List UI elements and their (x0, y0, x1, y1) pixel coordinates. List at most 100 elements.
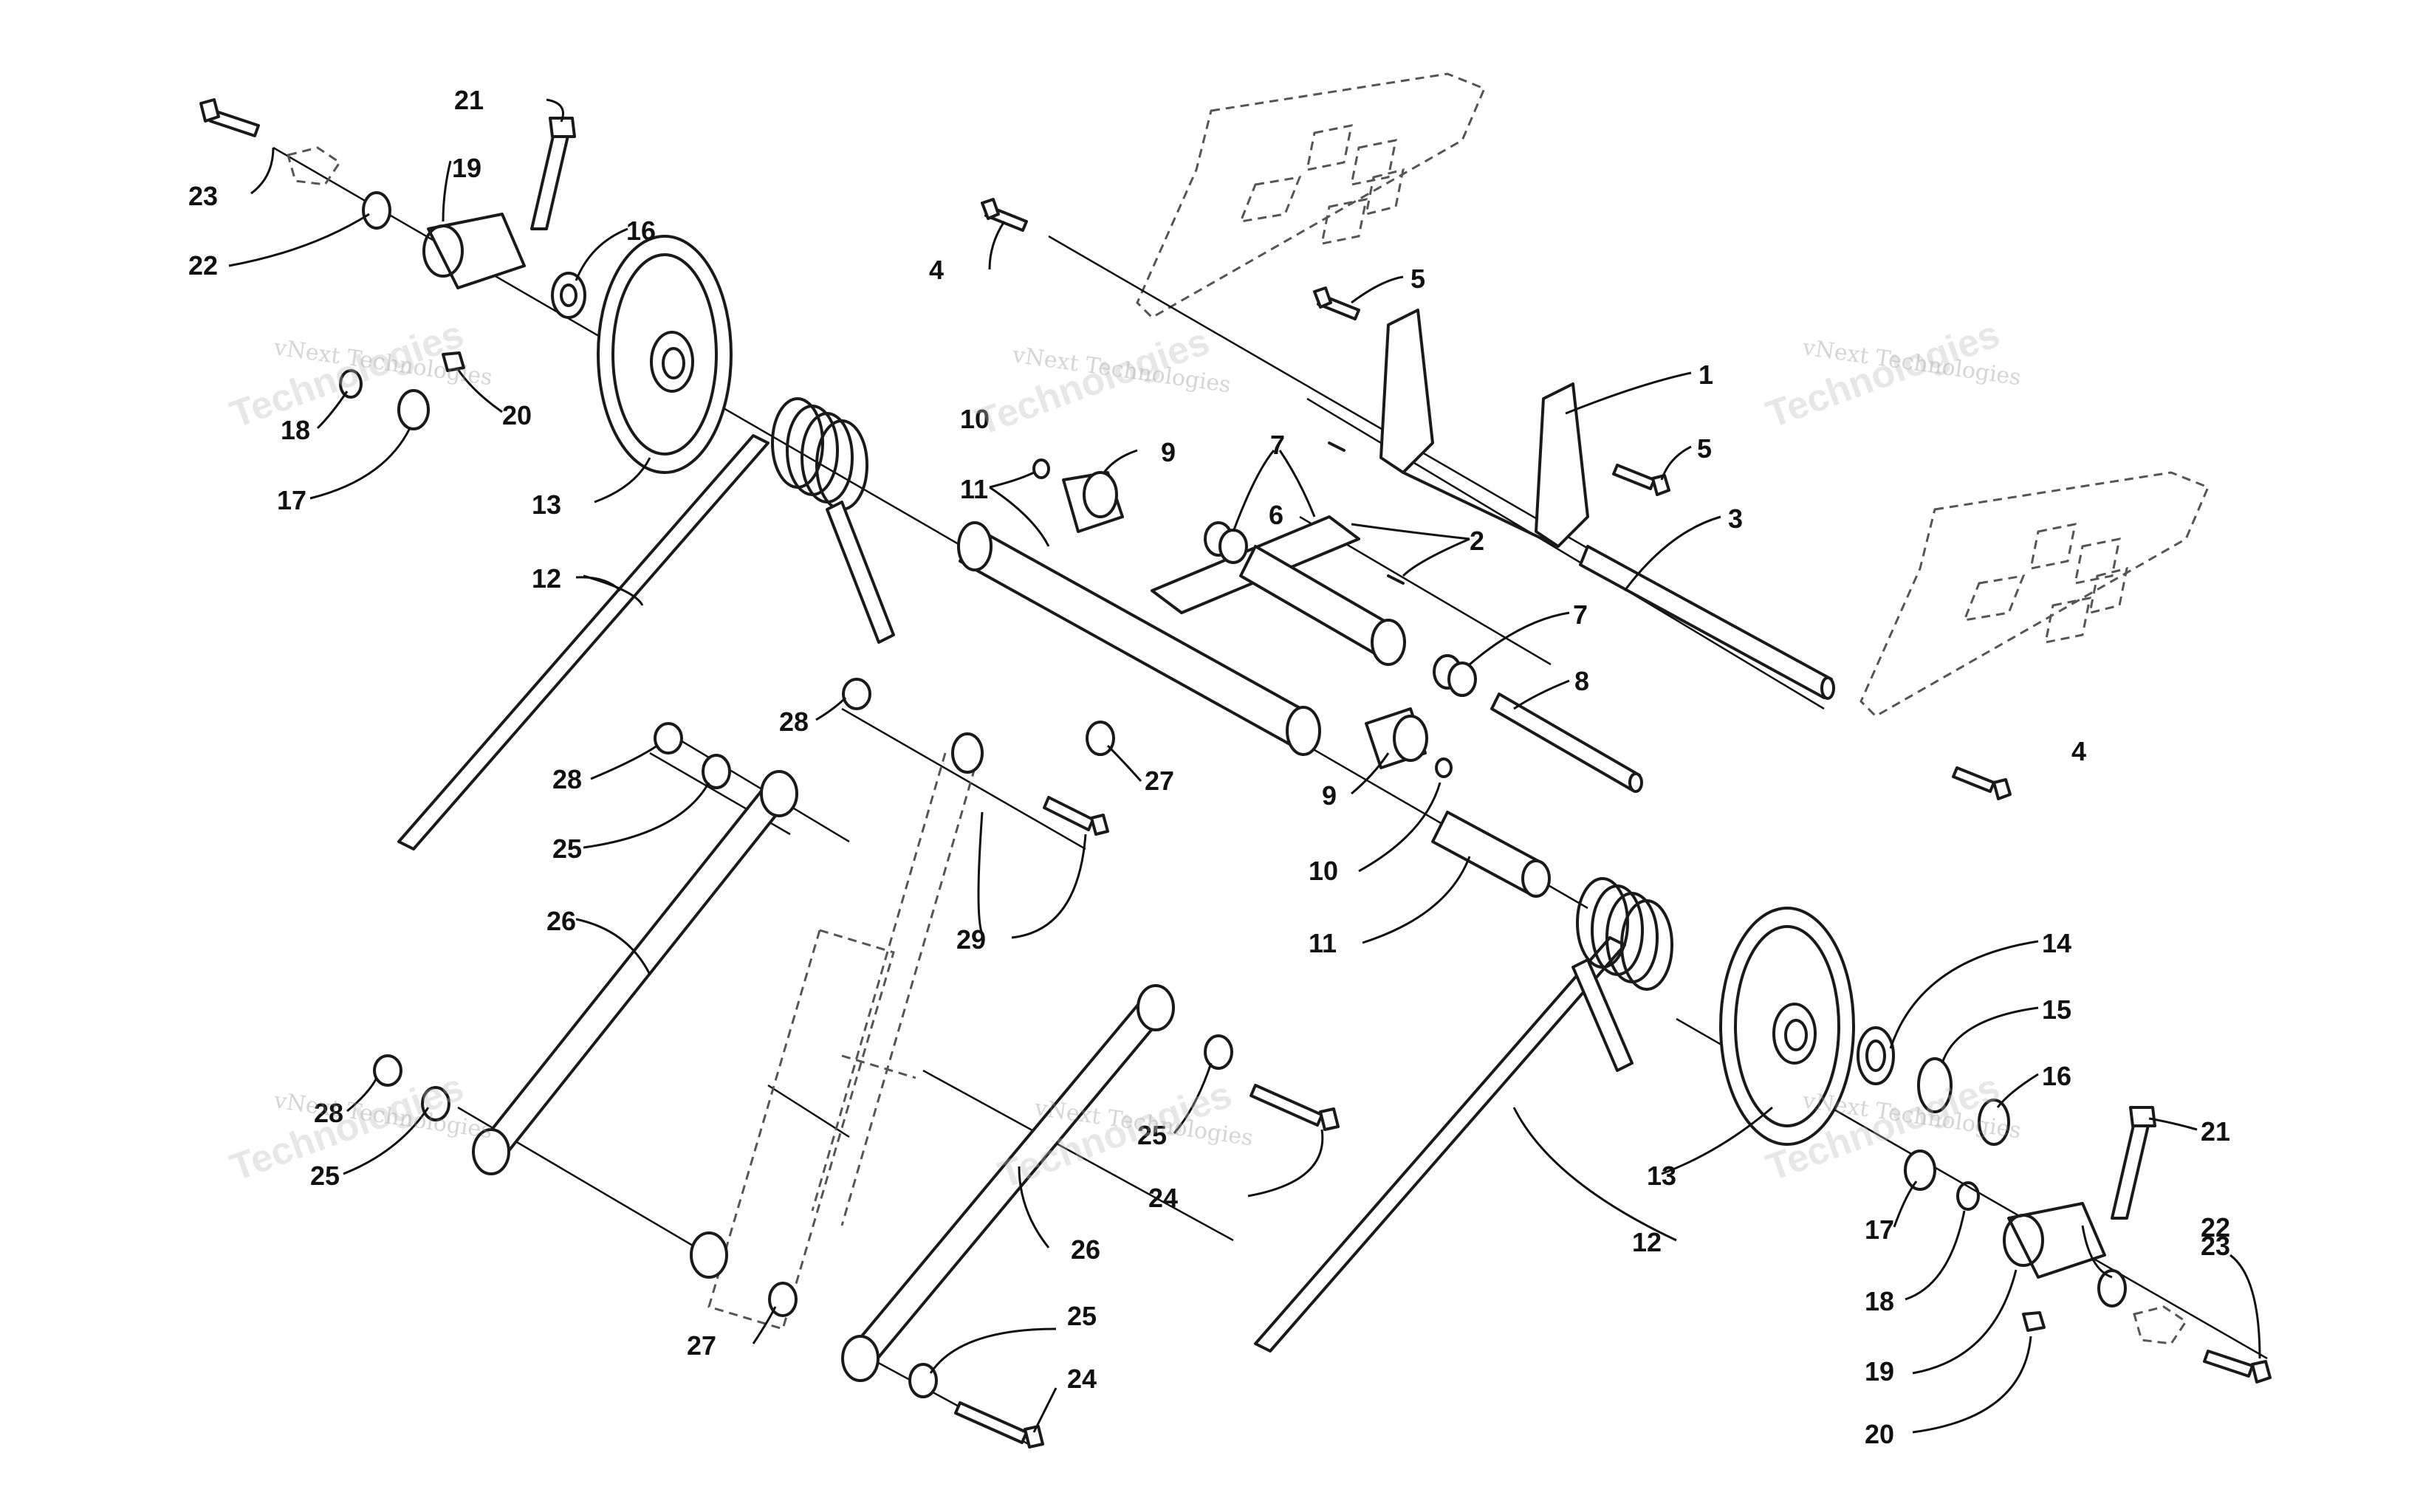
callout-labels: 23 22 21 19 16 18 20 17 13 12 4 5 1 5 2 … (188, 85, 2230, 1449)
part-19-axle-clamp-right (2003, 1202, 2106, 1279)
part-28-nut-upper (842, 678, 871, 710)
part-9-bushing-upper (1062, 471, 1124, 533)
callout-6: 6 (1269, 500, 1283, 530)
callout-19-right: 19 (1865, 1356, 1894, 1386)
callout-17-left: 17 (277, 485, 306, 515)
part-12-torsion-spring-right (1254, 877, 1673, 1353)
callout-27-lower: 27 (687, 1330, 716, 1361)
part-6-rear-arm (1151, 515, 1406, 666)
callout-3: 3 (1728, 504, 1743, 534)
part-25-bushing-a (702, 754, 731, 789)
part-10-clip-upper (1032, 458, 1050, 479)
part-21-bolt-left (530, 117, 576, 230)
callout-14: 14 (2042, 928, 2071, 958)
callout-24-upper: 24 (1148, 1183, 1178, 1213)
callout-16-left: 16 (626, 216, 656, 246)
callout-12-left: 12 (532, 563, 561, 594)
part-18-washer-right (1956, 1181, 1980, 1211)
callout-7-lower: 7 (1573, 599, 1588, 630)
callout-25-b: 25 (310, 1161, 340, 1191)
callout-18-right: 18 (1865, 1286, 1894, 1316)
callout-20-left: 20 (502, 400, 532, 430)
callout-1: 1 (1699, 360, 1713, 390)
part-27-bushing-upper (1086, 721, 1115, 756)
callout-28-lower: 28 (314, 1098, 343, 1128)
callout-29: 29 (956, 924, 986, 955)
callout-15: 15 (2042, 994, 2071, 1025)
part-20-nut-left (442, 351, 465, 372)
callout-17-right: 17 (1865, 1214, 1894, 1245)
part-4-bolt-lower (1952, 766, 2012, 800)
part-28-nut-lower (373, 1054, 402, 1087)
callout-26-left: 26 (546, 906, 576, 936)
callout-11-upper: 11 (960, 474, 988, 504)
part-18-washer-left (339, 369, 363, 399)
part-4-bolt-upper (981, 198, 1028, 232)
part-25-bushing-b (421, 1086, 450, 1121)
callout-25-c: 25 (1137, 1120, 1167, 1150)
part-25-bushing-c (1204, 1034, 1233, 1070)
callout-25-d: 25 (1067, 1301, 1097, 1331)
callout-5-upper: 5 (1410, 264, 1425, 294)
part-17-spacer-right (1904, 1150, 1936, 1191)
part-23-bolt-left (199, 98, 342, 186)
part-24-bolt-lower (954, 1401, 1044, 1449)
part-9-bushing-lower (1365, 707, 1428, 769)
part-3-shaft (1579, 545, 1835, 700)
part-16-spacer-right (1978, 1099, 2010, 1146)
callout-9-lower: 9 (1322, 780, 1337, 811)
part-7-bushing-upper (1204, 521, 1248, 564)
callout-18-left: 18 (281, 415, 310, 445)
part-26-link-right (841, 984, 1175, 1382)
callout-4-upper: 4 (929, 255, 944, 285)
part-14-bearing (1857, 1026, 1895, 1085)
callout-28-middle: 28 (552, 764, 582, 794)
part-24-bolt-upper (1250, 1084, 1340, 1131)
part-22-bushing-right (2097, 1269, 2127, 1307)
callout-13-left: 13 (532, 489, 561, 520)
callout-24-lower: 24 (1067, 1364, 1097, 1394)
part-13-idler-wheel-right (1719, 907, 1855, 1146)
callout-13-right: 13 (1647, 1161, 1676, 1191)
callout-8: 8 (1574, 666, 1589, 696)
right-rail-phantom (1859, 471, 2210, 718)
callout-5-right: 5 (1697, 433, 1712, 464)
left-rail-phantom (1136, 72, 1486, 319)
part-5-bolt-upper (1313, 286, 1360, 320)
callout-23-left: 23 (188, 181, 218, 211)
part-19-axle-clamp-left (422, 213, 526, 289)
callout-22-left: 22 (188, 250, 218, 281)
part-7-bushing-lower (1433, 654, 1477, 697)
part-15-retaining-ring (1917, 1057, 1953, 1113)
callout-2: 2 (1470, 526, 1484, 556)
part-11-spacer-tube-right (1431, 811, 1551, 898)
callout-4-lower: 4 (2071, 736, 2086, 766)
part-2-grease-fittings (1328, 441, 1405, 585)
callout-11-lower: 11 (1309, 928, 1337, 958)
callout-22-right: 22 (2201, 1212, 2230, 1243)
callout-7-upper: 7 (1270, 430, 1285, 460)
part-13-idler-wheel-left (597, 235, 733, 474)
callout-20-right: 20 (1865, 1419, 1894, 1449)
part-20-nut-right (2022, 1311, 2046, 1332)
callout-21-right: 21 (2201, 1116, 2230, 1147)
part-17-spacer-left (397, 389, 430, 430)
callout-28-upper: 28 (779, 707, 809, 737)
callout-10-lower: 10 (1309, 856, 1338, 886)
part-21-bolt-right (2111, 1106, 2156, 1220)
part-8-pin (1490, 693, 1643, 793)
callout-12-right: 12 (1632, 1227, 1662, 1257)
part-16-spacer-left (551, 272, 586, 319)
callout-16-right: 16 (2042, 1061, 2071, 1091)
callout-10-upper: 10 (960, 404, 990, 434)
part-12-torsion-spring-left (397, 397, 895, 850)
leader-lines (228, 98, 2261, 1434)
part-22-bushing-left (362, 191, 391, 230)
callout-23-right: 23 (2201, 1231, 2230, 1261)
callout-26-right: 26 (1071, 1234, 1100, 1265)
callout-25-a: 25 (552, 834, 582, 864)
callout-21-left: 21 (454, 85, 484, 115)
callout-19-left: 19 (452, 153, 481, 183)
part-28-nut-middle (654, 722, 683, 755)
